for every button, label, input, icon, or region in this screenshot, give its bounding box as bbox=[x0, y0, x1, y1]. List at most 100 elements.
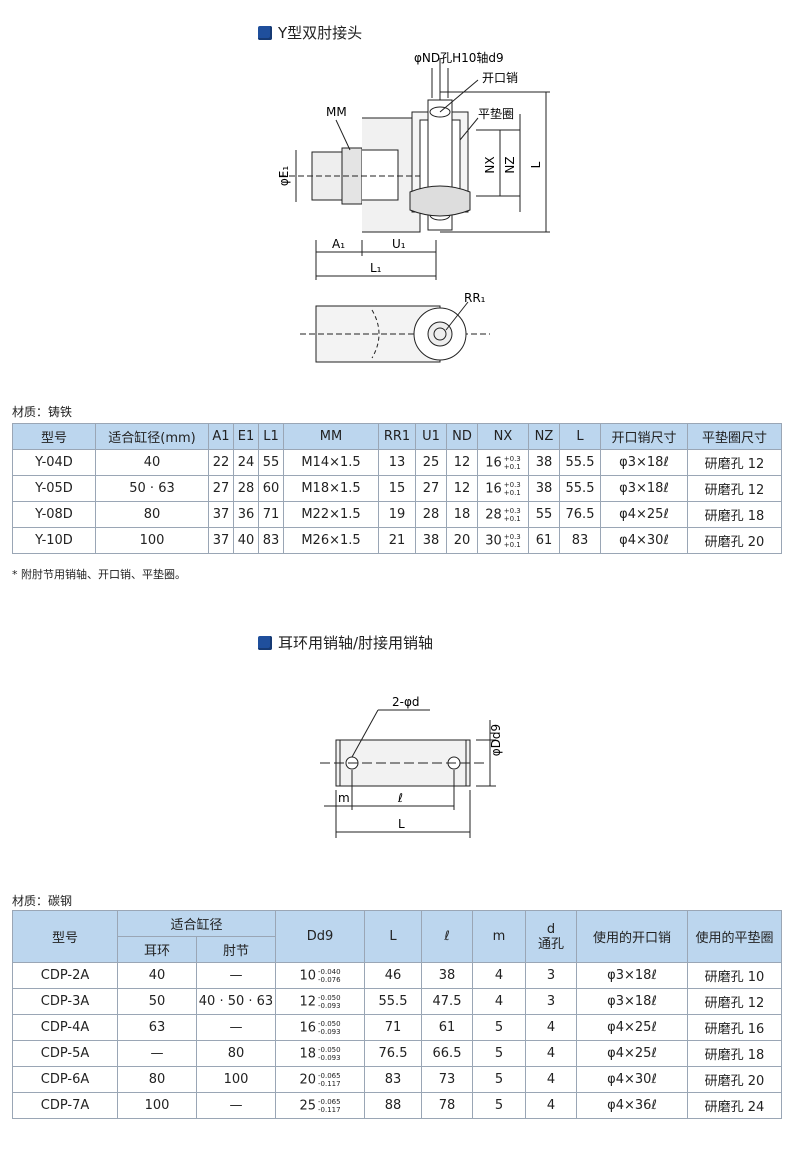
nx-value: 16 bbox=[485, 481, 502, 496]
cell-dd9: 20-0.065-0.117 bbox=[275, 1066, 365, 1093]
label-l: L bbox=[529, 161, 543, 168]
cell-bore: 40 bbox=[95, 449, 209, 476]
label-m: m bbox=[338, 791, 350, 805]
cell-rr1: 19 bbox=[378, 501, 416, 528]
cell-nx: 16+0.3+0.1 bbox=[477, 449, 529, 476]
th-ell: ℓ bbox=[421, 910, 473, 963]
th-d-top: d bbox=[546, 921, 556, 937]
cell-rr1: 15 bbox=[378, 475, 416, 502]
cell-u1: 38 bbox=[415, 527, 447, 554]
cell-washer: 研磨孔 16 bbox=[687, 1014, 782, 1041]
cell-washer: 研磨孔 18 bbox=[687, 501, 782, 528]
label-ell: ℓ bbox=[397, 791, 403, 805]
cell-bore: 100 bbox=[95, 527, 209, 554]
label-holes: 2-φd bbox=[392, 695, 420, 709]
cell-model: CDP-4A bbox=[12, 1014, 118, 1041]
cell-nz: 55 bbox=[528, 501, 560, 528]
cell-ell: 38 bbox=[421, 962, 473, 989]
cell-model: Y-04D bbox=[12, 449, 96, 476]
label-u1: U₁ bbox=[392, 237, 406, 251]
cell-e1: 24 bbox=[233, 449, 259, 476]
cell-pin: φ4×25ℓ bbox=[576, 1014, 688, 1041]
label-l1: L₁ bbox=[370, 261, 382, 275]
cell-pin: φ4×25ℓ bbox=[576, 1040, 688, 1067]
cell-model: Y-05D bbox=[12, 475, 96, 502]
th-1: 适合缸径(mm) bbox=[95, 423, 209, 450]
cell-a1: 37 bbox=[208, 527, 234, 554]
th-washer: 使用的平垫圈 bbox=[687, 910, 782, 963]
label-a1: A₁ bbox=[332, 237, 345, 251]
th-5: MM bbox=[283, 423, 379, 450]
cell-pin: φ4×30ℓ bbox=[600, 527, 688, 554]
th-l: L bbox=[364, 910, 422, 963]
pin-drawing: 2-φd φDd9 m ℓ L bbox=[320, 695, 503, 838]
cell-m: 4 bbox=[472, 988, 526, 1015]
cell-l1: 55 bbox=[258, 449, 284, 476]
cell-model: CDP-6A bbox=[12, 1066, 118, 1093]
cell-ell: 78 bbox=[421, 1092, 473, 1119]
dd9-tolerance: -0.065-0.117 bbox=[318, 1098, 341, 1114]
cell-pin: φ3×18ℓ bbox=[576, 962, 688, 989]
cell-nd: 18 bbox=[446, 501, 478, 528]
tol-lower: +0.1 bbox=[503, 540, 521, 549]
dd9-tolerance: -0.050-0.093 bbox=[318, 1046, 341, 1062]
cell-model: CDP-7A bbox=[12, 1092, 118, 1119]
dd9-tolerance: -0.050-0.093 bbox=[318, 1020, 341, 1036]
label-e1: φE₁ bbox=[277, 166, 291, 186]
dd9-tolerance: -0.040-0.076 bbox=[318, 968, 341, 984]
cell-l: 55.5 bbox=[364, 988, 422, 1015]
cell-pin: φ4×36ℓ bbox=[576, 1092, 688, 1119]
th-7: U1 bbox=[415, 423, 447, 450]
tol-lower: -0.117 bbox=[317, 1105, 341, 1114]
nx-tolerance: +0.3+0.1 bbox=[504, 481, 521, 497]
label-nx: NX bbox=[483, 156, 497, 173]
bullet-square-icon bbox=[258, 25, 272, 40]
th-bore: 适合缸径 bbox=[117, 910, 276, 937]
th-ear: 耳环 bbox=[117, 936, 197, 963]
tol-lower: +0.1 bbox=[503, 514, 521, 523]
th-0: 型号 bbox=[12, 423, 96, 450]
cell-d: 3 bbox=[525, 962, 577, 989]
cell-bore: 50 · 63 bbox=[95, 475, 209, 502]
cell-nx: 28+0.3+0.1 bbox=[477, 501, 529, 528]
tol-upper: -0.065 bbox=[317, 1071, 341, 1080]
cell-washer: 研磨孔 12 bbox=[687, 449, 782, 476]
cell-l1: 60 bbox=[258, 475, 284, 502]
cell-washer: 研磨孔 12 bbox=[687, 988, 782, 1015]
cell-model: CDP-2A bbox=[12, 962, 118, 989]
cell-e1: 40 bbox=[233, 527, 259, 554]
cell-e1: 28 bbox=[233, 475, 259, 502]
cell-elbow: — bbox=[196, 1014, 276, 1041]
tol-upper: +0.3 bbox=[503, 532, 521, 541]
bullet-square-icon bbox=[258, 635, 272, 650]
nx-tolerance: +0.3+0.1 bbox=[504, 507, 521, 523]
th-8: ND bbox=[446, 423, 478, 450]
cell-pin: φ3×18ℓ bbox=[600, 475, 688, 502]
tol-upper: +0.3 bbox=[503, 506, 521, 515]
tol-upper: -0.040 bbox=[317, 967, 341, 976]
cell-elbow: 40 · 50 · 63 bbox=[196, 988, 276, 1015]
dd9-value: 18 bbox=[299, 1046, 316, 1061]
dd9-tolerance: -0.050-0.093 bbox=[318, 994, 341, 1010]
cell-rr1: 13 bbox=[378, 449, 416, 476]
tol-lower: -0.076 bbox=[317, 975, 341, 984]
cell-m: 4 bbox=[472, 962, 526, 989]
cell-model: CDP-5A bbox=[12, 1040, 118, 1067]
cell-d: 4 bbox=[525, 1040, 577, 1067]
tol-lower: -0.117 bbox=[317, 1079, 341, 1088]
th-13: 平垫圈尺寸 bbox=[687, 423, 782, 450]
footnote: * 附肘节用销轴、开口销、平垫圈。 bbox=[12, 568, 186, 581]
tol-upper: -0.050 bbox=[317, 993, 341, 1002]
dd9-tolerance: -0.065-0.117 bbox=[318, 1072, 341, 1088]
label-nz: NZ bbox=[503, 156, 517, 173]
cell-ell: 66.5 bbox=[421, 1040, 473, 1067]
label-l: L bbox=[398, 817, 405, 831]
dd9-value: 20 bbox=[299, 1072, 316, 1087]
cell-l1: 71 bbox=[258, 501, 284, 528]
th-9: NX bbox=[477, 423, 529, 450]
tol-upper: -0.065 bbox=[317, 1097, 341, 1106]
